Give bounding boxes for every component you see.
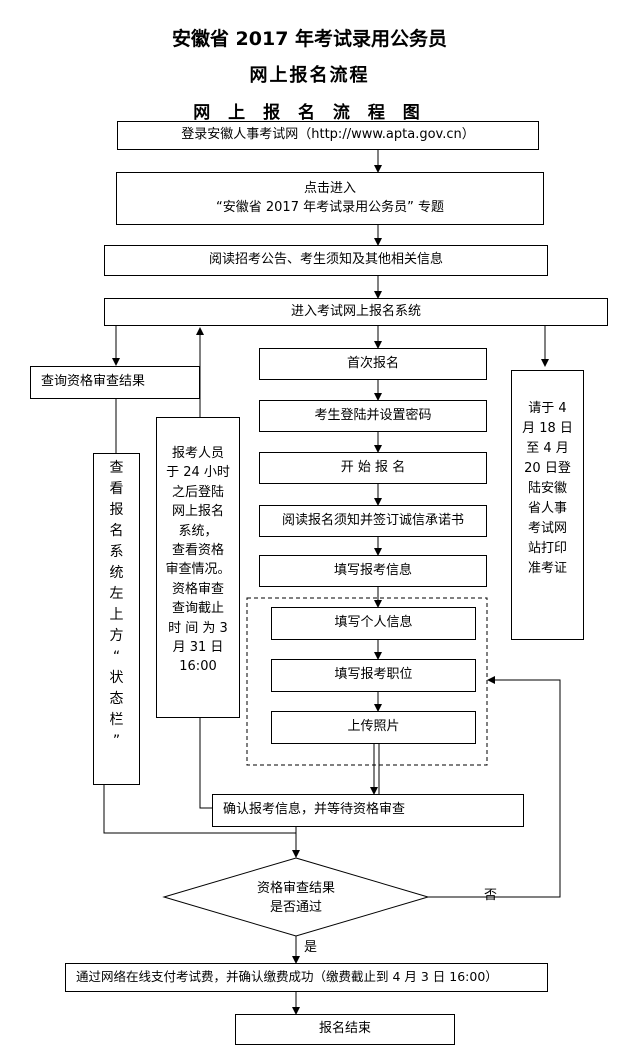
step-enter-line1: 点击进入 <box>303 180 356 196</box>
step-fill-personal: 填写个人信息 <box>271 607 476 640</box>
chart-title: 网 上 报 名 流 程 图 <box>193 103 426 123</box>
step-fill-info: 填写报考信息 <box>259 555 487 587</box>
note-print-ticket: 请于 4 月 18 日至 4 月 20 日登陆安徽省人事考试网站打印准考证 <box>511 370 584 640</box>
decision-line2: 是否通过 <box>269 899 322 915</box>
step-upload-photo: 上传照片 <box>271 711 476 744</box>
step-enter-system: 进入考试网上报名系统 <box>104 298 608 326</box>
note-relogin-text: 报考人员于 24 小时之后登陆网上报名系统， 查看资格审查情况。资格审查查询截止时… <box>157 444 239 677</box>
step-fill-position: 填写报考职位 <box>271 659 476 692</box>
note-status-bar-char: 栏 <box>109 712 124 728</box>
decision-label: 资格审查结果 是否通过 <box>216 880 376 918</box>
note-relogin-line: 16:00 <box>179 659 217 675</box>
note-relogin-line: 审查情况。 <box>165 562 231 578</box>
note-status-bar-char: “ <box>112 649 121 665</box>
note-print-ticket-line: 20 日登 <box>524 461 571 476</box>
note-status-bar-char: 报 <box>109 502 124 518</box>
note-status-bar-char: 查 <box>109 460 124 476</box>
note-print-ticket-line: 请于 4 <box>528 401 567 416</box>
page-title: 安徽省 2017 年考试录用公务员 <box>171 28 448 50</box>
step-start-register: 开 始 报 名 <box>259 452 487 484</box>
arrow-decision-no <box>428 676 561 898</box>
label-no: 否 <box>484 888 498 903</box>
decision-line1: 资格审查结果 <box>256 881 335 896</box>
note-relogin-line: 网上报名 <box>171 504 224 520</box>
note-relogin-line: 系统， <box>178 523 218 539</box>
note-status-bar-char: 方 <box>109 628 124 644</box>
note-print-ticket-line: 站打印 <box>527 541 567 556</box>
note-relogin-line: 查询截止 <box>171 601 224 617</box>
decision-diamond <box>162 857 430 937</box>
step-first-register: 首次报名 <box>259 348 487 380</box>
note-status-bar-char: ” <box>112 733 121 749</box>
step-read-pledge: 阅读报名须知并签订诚信承诺书 <box>259 505 487 537</box>
note-status-bar-char: 态 <box>109 691 124 707</box>
label-yes: 是 <box>304 940 318 955</box>
line-relogin-to-confirm <box>199 718 212 809</box>
step-read-notice: 阅读招考公告、考生须知及其他相关信息 <box>104 245 548 276</box>
note-relogin-line: 报考人员 <box>171 446 224 461</box>
step-enter-line2: “安徽省 2017 年考试录用公务员” 专题 <box>216 199 444 215</box>
note-relogin-line: 于 24 小时 <box>166 465 230 481</box>
note-print-ticket-line: 省人事 <box>527 501 567 516</box>
step-confirm: 确认报考信息，并等待资格审查 <box>212 794 524 827</box>
note-print-ticket-line: 准考证 <box>527 561 567 576</box>
page-subtitle: 网上报名流程 <box>249 65 370 86</box>
note-status-bar-text: 查看报名系统左上方 “ 状态栏 ” <box>94 458 139 752</box>
step-query-result: 查询资格审查结果 <box>30 366 200 399</box>
note-status-bar-char: 统 <box>109 565 124 581</box>
note-print-ticket-line: 月 18 日 <box>522 421 573 436</box>
note-relogin-line: 查看资格 <box>171 543 224 559</box>
note-status-bar-char: 看 <box>109 481 124 497</box>
note-print-ticket-line: 考试网 <box>527 521 567 536</box>
line-status-to-decision <box>103 785 296 834</box>
step-login: 登录安徽人事考试网（http://www.apta.gov.cn） <box>117 121 539 150</box>
step-set-password: 考生登陆并设置密码 <box>259 400 487 432</box>
note-relogin: 报考人员于 24 小时之后登陆网上报名系统， 查看资格审查情况。资格审查查询截止时… <box>156 417 240 718</box>
step-end: 报名结束 <box>235 1014 455 1045</box>
info-group-dashed-box <box>246 597 488 766</box>
note-status-bar: 查看报名系统左上方 “ 状态栏 ” <box>93 453 140 785</box>
note-status-bar-char: 上 <box>109 607 124 623</box>
note-print-ticket-text: 请于 4 月 18 日至 4 月 20 日登陆安徽省人事考试网站打印准考证 <box>512 399 583 579</box>
note-relogin-line: 之后登陆 <box>171 484 224 500</box>
note-print-ticket-line: 陆安徽 <box>527 481 567 496</box>
note-status-bar-char: 左 <box>109 586 124 602</box>
step-enter-topic: 点击进入 “安徽省 2017 年考试录用公务员” 专题 <box>116 172 544 225</box>
note-status-bar-char: 名 <box>109 523 124 539</box>
note-relogin-line: 月 31 日 <box>172 640 224 656</box>
note-print-ticket-line: 至 4 月 <box>526 441 569 456</box>
note-status-bar-char: 状 <box>109 670 124 686</box>
step-pay: 通过网络在线支付考试费，并确认缴费成功（缴费截止到 4 月 3 日 16:00） <box>65 963 548 992</box>
note-status-bar-char: 系 <box>109 544 124 560</box>
note-relogin-line: 时 间 为 3 <box>168 620 228 636</box>
note-relogin-line: 资格审查 <box>171 581 224 597</box>
